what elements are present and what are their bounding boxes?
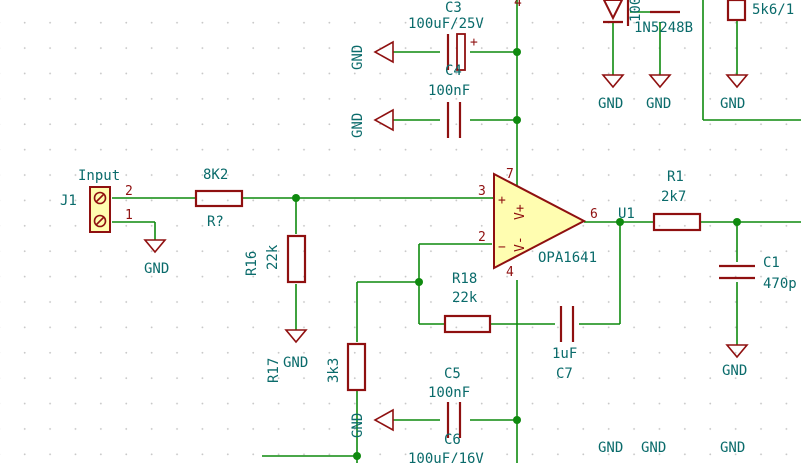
gnd-symbol-c3: GND (350, 40, 394, 70)
c1-value: 470p (763, 276, 797, 292)
gnd-symbol-c4: GND (350, 108, 394, 138)
r16-ref: R16 (244, 251, 260, 276)
u1-ref: U1 (618, 206, 635, 222)
gnd-symbol-top-1: GND (598, 74, 625, 112)
r1-value: 2k7 (661, 189, 686, 205)
u1-pin4: 4 (506, 265, 514, 280)
d-ref-value: 100 (628, 0, 644, 22)
c4-ref: C4 (445, 63, 462, 79)
u1-value: OPA1641 (538, 250, 597, 266)
gnd-symbol-top-2: GND (646, 74, 672, 112)
gnd-symbol-j1: GND (143, 239, 169, 277)
resistor-r18[interactable]: R18 22k (443, 271, 492, 334)
gnd-label: GND (283, 355, 308, 371)
r17-value: 3k3 (326, 358, 342, 383)
c3-ref: C3 (445, 0, 462, 16)
r17-ref: R17 (266, 358, 282, 383)
gnd-label: GND (720, 96, 745, 112)
capacitor-c7[interactable]: 1uF C7 (552, 306, 577, 382)
c1-ref: C1 (763, 255, 780, 271)
r-top-ref: R? (207, 214, 224, 230)
wires (112, 0, 801, 463)
u1-pin7: 7 (506, 167, 514, 182)
gnd-label: GND (641, 440, 666, 456)
c6-value: 100uF/16V (408, 451, 484, 463)
capacitor-c5[interactable]: C5 100nF (428, 366, 470, 438)
j1-value: Input (78, 168, 120, 184)
gnd-symbol-r16: GND (283, 329, 308, 371)
capacitor-c3[interactable]: + C3 100uF/25V (408, 0, 484, 71)
gnd-label: GND (350, 45, 366, 70)
opamp-u1[interactable]: + − 3 2 6 7 4 V+ V- U1 OPA1641 (478, 167, 635, 280)
r-topright-value: 5k6/1 (752, 2, 794, 18)
connector-j1[interactable]: Input J1 2 1 (60, 168, 133, 233)
c5-value: 100nF (428, 385, 470, 401)
resistor-topright[interactable]: 5k6/1 (726, 0, 794, 22)
j1-pin2: 2 (125, 184, 133, 199)
resistor-r16[interactable]: R16 22k (244, 234, 307, 284)
c4-value: 100nF (428, 83, 470, 99)
u1-vminus: V- (513, 236, 528, 252)
capacitor-c1[interactable]: C1 470p (719, 255, 797, 292)
gnd-symbol-top-3: GND (720, 74, 749, 112)
c3-polarity: + (470, 35, 478, 50)
gnd-label: GND (144, 261, 169, 277)
resistor-8k2[interactable]: 8K2 R? (194, 167, 244, 230)
capacitor-c6[interactable]: C6 100uF/16V (408, 432, 484, 463)
gnd-label: GND (598, 440, 623, 456)
gnd-label: GND (646, 96, 671, 112)
resistor-r1[interactable]: R1 2k7 (652, 169, 702, 232)
top-pin-fragment: 4 (514, 0, 522, 10)
junctions (292, 48, 741, 460)
u1-pin2: 2 (478, 230, 486, 245)
d2-value: 1N5248B (634, 20, 693, 36)
gnd-symbol-c5: GND (350, 408, 394, 438)
c7-value: 1uF (552, 346, 577, 362)
r1-ref: R1 (667, 169, 684, 185)
c6-ref: C6 (444, 432, 461, 448)
resistor-r17[interactable]: R17 3k3 (266, 342, 367, 392)
gnd-symbol-c1: GND (722, 344, 749, 379)
r18-ref: R18 (452, 271, 477, 287)
r16-value: 22k (265, 244, 281, 270)
u1-pin3: 3 (478, 184, 486, 199)
gnd-label: GND (598, 96, 623, 112)
r18-value: 22k (452, 290, 478, 306)
gnd-label: GND (350, 413, 366, 438)
u1-pin6: 6 (590, 207, 598, 222)
diode-d2[interactable]: 1N5248B 100 (602, 0, 693, 36)
gnd-label: GND (722, 363, 747, 379)
r-top-value: 8K2 (203, 167, 228, 183)
j1-ref: J1 (60, 193, 77, 209)
u1-minus-sign: − (498, 240, 506, 255)
c7-ref: C7 (556, 366, 573, 382)
u1-vplus: V+ (513, 204, 528, 220)
c3-value: 100uF/25V (408, 16, 484, 32)
j1-pin1: 1 (125, 208, 133, 223)
gnd-label: GND (350, 113, 366, 138)
gnd-label: GND (720, 440, 745, 456)
capacitor-c4[interactable]: C4 100nF (428, 63, 470, 138)
c5-ref: C5 (444, 366, 461, 382)
u1-plus-sign: + (498, 193, 506, 208)
